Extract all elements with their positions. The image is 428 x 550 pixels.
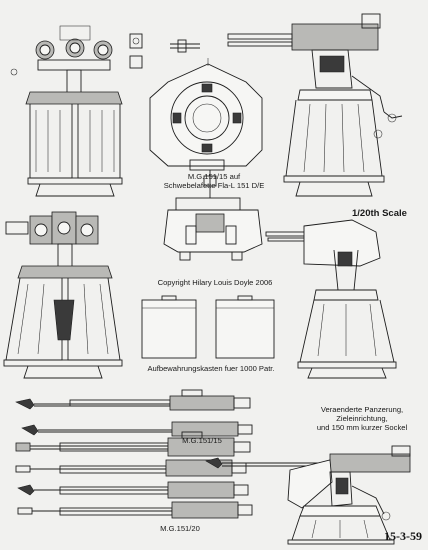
side-view-middle: [265, 219, 397, 379]
caption-fla-mount: M.G.151/15 auf Schwebelafette Fla-L 151 …: [150, 172, 278, 190]
detail-parts-upper: [129, 33, 200, 69]
scale-label: 1/20th Scale: [352, 208, 407, 219]
caption-fla-line1: M.G.151/15 auf: [187, 172, 241, 181]
mount-top-view: [163, 170, 263, 261]
ammo-box-caption: Aufbewahrungskasten fuer 1000 Patr.: [147, 364, 275, 373]
copyright-label: Copyright Hilary Louis Doyle 2006: [157, 278, 273, 287]
front-view-upper: [10, 25, 123, 197]
variant-line2: Zieleinrichtung,: [336, 414, 388, 423]
turret-top-view: [149, 58, 263, 171]
side-view-upper: [227, 13, 403, 197]
ammo-boxes: [141, 295, 275, 359]
mg151-20-caption: M.G.151/20: [160, 524, 200, 533]
caption-fla-line2: Schwebelafette Fla-L 151 D/E: [163, 181, 265, 190]
variant-line1: Veraenderte Panzerung,: [320, 405, 404, 414]
variant-line3: und 150 mm kurzer Sockel: [316, 423, 408, 432]
page-number: 15-3-59: [384, 529, 422, 543]
gun-mg151-15: [15, 389, 253, 437]
variant-caption: Veraenderte Panzerung, Zieleinrichtung, …: [304, 405, 420, 432]
mg151-15-caption: M.G.151/15: [182, 436, 222, 445]
modified-mount-side-view: [205, 445, 411, 545]
front-view-middle: [3, 211, 123, 379]
gun-mg151-20: [15, 431, 253, 519]
